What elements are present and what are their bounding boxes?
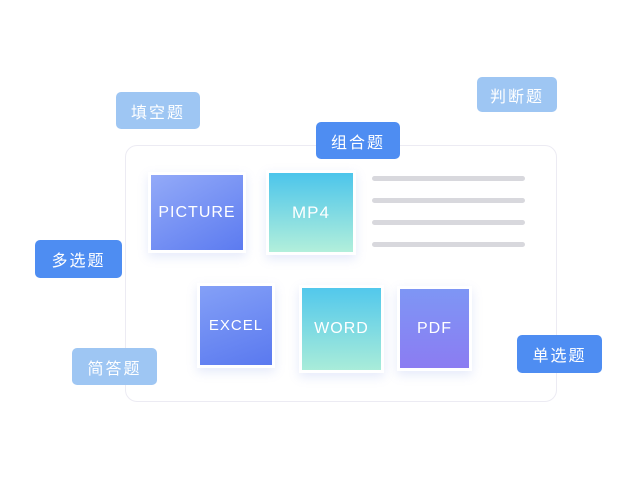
badge-true-false: 判断题 <box>477 77 557 112</box>
badge-multiple-choice: 多选题 <box>35 240 122 278</box>
placeholder-line <box>372 176 525 181</box>
badge-single-choice: 单选题 <box>517 335 602 373</box>
placeholder-line <box>372 220 525 225</box>
badge-short-answer: 简答题 <box>72 348 157 385</box>
tile-pdf: PDF <box>397 286 472 371</box>
placeholder-line <box>372 198 525 203</box>
badge-combination: 组合题 <box>316 122 400 159</box>
tile-mp4: MP4 <box>266 170 356 255</box>
placeholder-line <box>372 242 525 247</box>
tile-word: WORD <box>299 285 384 373</box>
tile-excel: EXCEL <box>197 283 275 368</box>
tile-picture: PICTURE <box>148 172 246 253</box>
badge-fill-blank: 填空题 <box>116 92 200 129</box>
